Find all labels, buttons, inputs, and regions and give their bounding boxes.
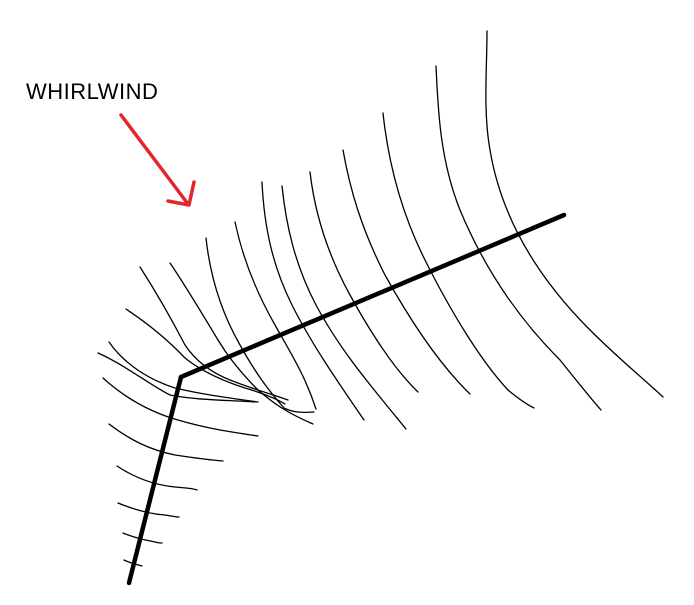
wind-line [117, 502, 180, 518]
whirlwind-label: WHIRLWIND [26, 79, 159, 104]
wind-line [122, 532, 163, 544]
wind-line [125, 308, 286, 405]
wind-line [116, 465, 198, 491]
arrow-head [166, 180, 196, 207]
wind-line [234, 221, 317, 410]
wind-line [261, 181, 365, 421]
wind-line [169, 262, 314, 425]
wind-line [102, 377, 259, 437]
wind-line [485, 30, 664, 398]
diagonal-line [178, 212, 567, 380]
wind-lines [97, 30, 664, 567]
pointer-arrow [119, 113, 196, 207]
wind-line [108, 423, 224, 462]
wind-line [205, 237, 315, 414]
wind-line [139, 266, 289, 401]
vertical-line [126, 374, 184, 586]
wind-line [342, 149, 471, 395]
wind-line [309, 171, 419, 393]
wind-line [382, 112, 535, 409]
wind-line [435, 65, 602, 411]
frame-lines [126, 212, 567, 586]
wind-line [108, 341, 259, 403]
wind-line [97, 352, 256, 403]
wind-line [281, 185, 407, 430]
arrow-shaft [119, 113, 190, 206]
